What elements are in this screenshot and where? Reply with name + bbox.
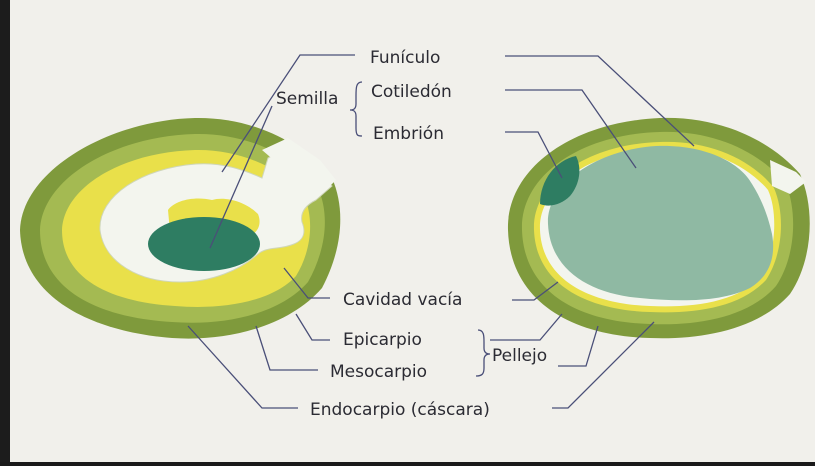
- label-cotiledon: Cotiledón: [371, 82, 452, 102]
- label-epicarpio: Epicarpio: [343, 330, 422, 350]
- label-cavidad: Cavidad vacía: [343, 290, 462, 310]
- label-endocarpio: Endocarpio (cáscara): [310, 400, 490, 420]
- label-pellejo: Pellejo: [492, 346, 547, 366]
- left-seed-embryo: [148, 217, 260, 271]
- label-semilla: Semilla: [276, 89, 338, 109]
- right-fruit-section: [508, 118, 810, 338]
- label-funiculo: Funículo: [370, 48, 440, 68]
- left-edge-shadow: [0, 0, 10, 462]
- label-mesocarpio: Mesocarpio: [330, 362, 427, 382]
- label-embrion: Embrión: [373, 124, 444, 144]
